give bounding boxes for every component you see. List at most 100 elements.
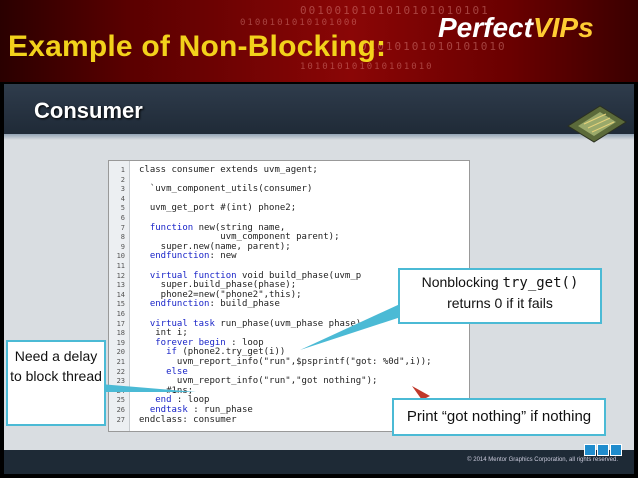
line-number: 23 (116, 377, 125, 386)
code-line: 14 phone2=new("phone2",this); (109, 290, 302, 300)
chip-icon (567, 105, 627, 143)
code-line: 17 virtual task run_phase(uvm_phase phas… (109, 319, 367, 329)
line-number: 1 (120, 166, 125, 174)
header-bar (4, 134, 634, 140)
line-number: 26 (116, 406, 125, 414)
code-text: uvm_component parent); (139, 232, 340, 243)
nav-square (584, 444, 596, 456)
slide-footer: © 2014 Mentor Graphics Corporation, all … (4, 450, 634, 474)
code-keyword: end (139, 395, 172, 406)
callout-nonblocking-code: try_get() (502, 275, 579, 291)
line-number: 3 (120, 185, 125, 194)
code-text: : loop (171, 395, 210, 406)
binary-decoration: 0010010101010101010101 (300, 4, 490, 17)
code-text: (phone2.try_get(i)) (176, 347, 286, 358)
code-line: 13 super.build_phase(phase); (109, 280, 297, 291)
code-text: : loop (225, 337, 264, 348)
nav-square (610, 444, 622, 456)
top-banner: 0010010101010101010101 0100101010101000 … (0, 0, 638, 82)
cursor-arrow (412, 386, 430, 400)
code-text: void build_phase(uvm_p (236, 270, 362, 281)
brand-part1: Perfect (438, 12, 533, 43)
line-number: 20 (116, 348, 125, 357)
line-number: 11 (116, 262, 125, 270)
code-text: super.build_phase(phase); (139, 280, 297, 291)
code-line: 22 else (109, 367, 188, 377)
code-keyword: function (139, 222, 194, 233)
code-line: 25 end : loop (109, 395, 210, 406)
code-line: 26 endtask : run_phase (109, 405, 253, 415)
code-line: 10 endfunction: new (109, 251, 237, 261)
callout-nonblocking: Nonblocking try_get() returns 0 if it fa… (398, 268, 602, 324)
page-title: Example of Non-Blocking: (8, 30, 387, 63)
code-keyword: virtual function (139, 270, 237, 281)
line-number: 16 (116, 310, 125, 318)
code-line: 11 (109, 261, 139, 271)
code-keyword: endfunction (139, 299, 210, 310)
code-line: 16 (109, 309, 139, 319)
line-number: 18 (116, 329, 125, 338)
line-number: 12 (116, 271, 125, 280)
code-line: 20 if (phone2.try_get(i)) (109, 347, 286, 358)
code-line: 21 uvm_report_info("run",$psprintf("got:… (109, 357, 432, 367)
line-number: 9 (120, 242, 125, 251)
binary-decoration: 0100101010101000 (240, 18, 359, 28)
code-text: : run_phase (187, 405, 253, 415)
code-line: 18 int i; (109, 328, 188, 338)
line-number: 22 (116, 367, 125, 376)
line-number: 10 (116, 252, 125, 261)
code-text: uvm_report_info("run",$psprintf("got: %0… (139, 357, 432, 367)
callout-nonblocking-line2: returns 0 if it fails (447, 295, 553, 311)
line-number: 2 (120, 175, 125, 184)
code-keyword: endfunction (139, 251, 210, 262)
code-text: : new (209, 251, 237, 262)
code-text: class consumer extends uvm_agent; (139, 165, 318, 175)
line-number: 25 (116, 396, 125, 405)
line-number: 14 (116, 290, 125, 299)
callout-delay-text: Need a delay to block thread (10, 348, 102, 384)
code-line: 4 (109, 194, 139, 204)
code-line: 3 `uvm_component_utils(consumer) (109, 184, 313, 195)
code-keyword: forever begin (139, 337, 226, 348)
callout-nonblocking-text: Nonblocking (421, 274, 503, 290)
nav-square (597, 444, 609, 456)
line-number: 19 (116, 338, 125, 347)
code-line: 7 function new(string name, (109, 222, 286, 233)
brand-logo: PerfectVIPs (438, 12, 594, 44)
binary-decoration: 01010101010101010 (360, 40, 507, 53)
callout-delay: Need a delay to block thread (6, 340, 106, 426)
line-number: 5 (120, 204, 125, 213)
slide-title: Consumer (34, 98, 143, 123)
line-number: 4 (120, 194, 125, 203)
line-number: 21 (116, 358, 125, 366)
line-number: 8 (120, 233, 125, 242)
arrow-nonblocking (300, 304, 410, 350)
code-line: 15 endfunction: build_phase (109, 299, 280, 309)
code-line: 9 super.new(name, parent); (109, 242, 291, 252)
callout-print-text: Print “got nothing” if nothing (406, 408, 592, 425)
code-text: `uvm_component_utils(consumer) (139, 184, 313, 195)
code-keyword: if (139, 347, 177, 358)
line-number: 15 (116, 300, 125, 309)
code-keyword: endtask (139, 405, 188, 415)
code-text: int i; (139, 328, 188, 339)
copyright-text: © 2014 Mentor Graphics Corporation, all … (467, 457, 618, 463)
code-text: uvm_report_info("run","got nothing"); (139, 376, 378, 387)
code-text: uvm_get_port #(int) phone2; (139, 203, 297, 214)
code-text: new(string name, (193, 222, 286, 233)
code-text: run_phase(uvm_phase phase); (214, 318, 367, 329)
code-keyword: else (139, 366, 188, 377)
code-line: 5 uvm_get_port #(int) phone2; (109, 203, 296, 213)
code-keyword: virtual task (139, 318, 215, 329)
arrow-delay (100, 384, 196, 392)
code-text: super.new(name, parent); (139, 241, 291, 252)
line-number: 17 (116, 319, 125, 328)
line-number: 7 (120, 223, 125, 232)
code-line: 19 forever begin : loop (109, 338, 264, 348)
brand-part2: VIPs (532, 12, 594, 43)
line-number-gutter (109, 161, 130, 431)
binary-decoration: 101010101010101010 (300, 62, 434, 72)
callout-print: Print “got nothing” if nothing (392, 398, 606, 436)
